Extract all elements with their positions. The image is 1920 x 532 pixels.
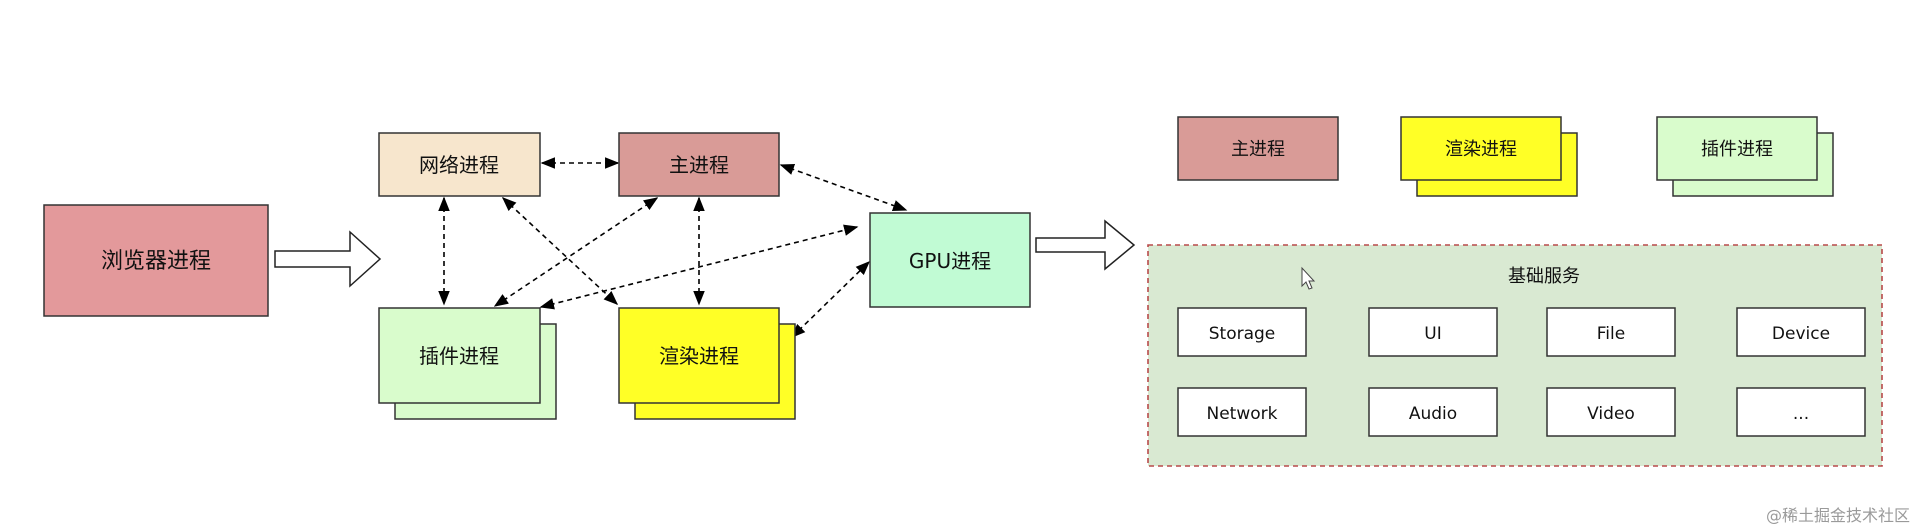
gpu-process-node: GPU进程 <box>869 212 1031 308</box>
service-item-label: Storage <box>1209 324 1276 344</box>
render-process-node: 渲染进程 <box>618 307 796 420</box>
main-process-label: 主进程 <box>669 153 729 177</box>
browser-process-label: 浏览器进程 <box>101 249 211 274</box>
service-item-file: File <box>1546 307 1676 357</box>
service-item-network: Network <box>1177 387 1307 437</box>
connector-network-render <box>501 197 619 305</box>
legend-render-process: 渲染进程 <box>1400 116 1578 197</box>
service-item-label: File <box>1597 324 1625 344</box>
dashed-connectors <box>438 157 908 339</box>
service-item-video: Video <box>1546 387 1676 437</box>
connector-render-gpu <box>790 260 871 339</box>
service-item-label: Audio <box>1409 404 1457 424</box>
legend-render-process-label: 渲染进程 <box>1445 139 1517 160</box>
connector-plugin-gpu <box>539 224 859 310</box>
basic-services-title: 基础服务 <box>1508 266 1580 287</box>
service-item-label: Network <box>1207 404 1278 424</box>
mouse-cursor-icon <box>1301 266 1316 290</box>
service-item-label: Device <box>1772 324 1830 344</box>
service-item-label: Video <box>1587 404 1635 424</box>
plugin-process-node: 插件进程 <box>378 307 557 420</box>
watermark: @稀土掘金技术社区 <box>1765 506 1910 525</box>
service-item-audio: Audio <box>1368 387 1498 437</box>
legend-plugin-process-label: 插件进程 <box>1701 139 1773 160</box>
gpu-process-label: GPU进程 <box>909 249 991 273</box>
service-item-ui: UI <box>1368 307 1498 357</box>
service-item-device: Device <box>1736 307 1866 357</box>
browser-process-node: 浏览器进程 <box>43 204 269 317</box>
service-item-label: UI <box>1424 324 1441 344</box>
network-process-label: 网络进程 <box>419 153 499 177</box>
connector-main-gpu <box>779 163 908 212</box>
plugin-process-label: 插件进程 <box>419 344 499 368</box>
service-item-label: ... <box>1793 404 1809 424</box>
service-item-more: ... <box>1736 387 1866 437</box>
big-arrow-icon <box>274 230 382 288</box>
main-process-node: 主进程 <box>618 132 780 197</box>
legend-main-process: 主进程 <box>1177 116 1339 181</box>
big-arrow-icon <box>1035 219 1136 271</box>
connector-main-plugin <box>493 197 659 307</box>
service-item-storage: Storage <box>1177 307 1307 357</box>
render-process-label: 渲染进程 <box>659 344 739 368</box>
network-process-node: 网络进程 <box>378 132 541 197</box>
legend-main-process-label: 主进程 <box>1231 139 1285 160</box>
legend-plugin-process: 插件进程 <box>1656 116 1834 197</box>
